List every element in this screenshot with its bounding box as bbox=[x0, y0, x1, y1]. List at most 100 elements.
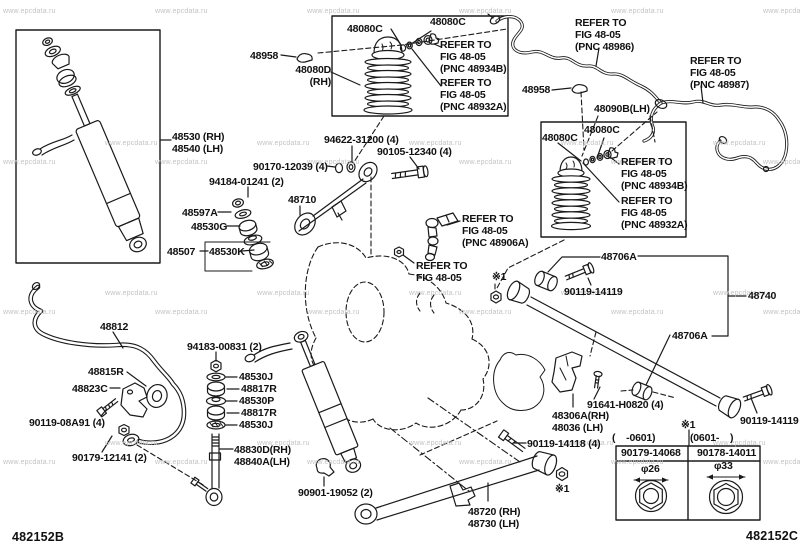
part-label: 90119-14119 bbox=[740, 415, 799, 427]
nut-33-drawing bbox=[706, 474, 746, 515]
stabilizer-link-bushing-stack bbox=[205, 359, 227, 430]
watermark: www.epcdata.ru bbox=[561, 440, 614, 447]
watermark: www.epcdata.ru bbox=[307, 459, 360, 466]
part-label: 48530P bbox=[239, 395, 275, 407]
watermark: www.epcdata.ru bbox=[3, 309, 56, 316]
rod-bushing-lower bbox=[631, 381, 653, 401]
watermark: www.epcdata.ru bbox=[409, 290, 462, 297]
sensor-nut-icon bbox=[393, 246, 405, 258]
table-mark: ※1 bbox=[681, 419, 696, 431]
arm-bolt-rear-icon bbox=[497, 429, 526, 453]
table-diameter-left: φ26 bbox=[641, 463, 660, 475]
arm-bolt-icon bbox=[391, 165, 429, 180]
part-label: 48710 bbox=[288, 194, 317, 206]
part-label: 48530K bbox=[209, 246, 245, 258]
watermark: www.epcdata.ru bbox=[105, 290, 158, 297]
part-label: 48080D (RH) bbox=[295, 64, 331, 88]
watermark: www.epcdata.ru bbox=[307, 8, 360, 15]
shock-absorber-drawing bbox=[42, 37, 147, 253]
part-label: ※1 bbox=[492, 271, 507, 283]
rod-bolt-upper bbox=[564, 262, 595, 281]
part-label: 48823C bbox=[72, 383, 108, 395]
part-label: 90119-08A91 (4) bbox=[29, 417, 105, 429]
watermark: www.epcdata.ru bbox=[763, 459, 800, 466]
sheet-code-left: 482152B bbox=[12, 530, 65, 544]
part-label: 48720 (RH) 48730 (LH) bbox=[468, 506, 521, 530]
part-label: 48507 bbox=[167, 246, 196, 258]
part-label: 48706A bbox=[601, 251, 637, 263]
height-control-tubes bbox=[296, 13, 789, 173]
part-label: 48530 (RH) 48540 (LH) bbox=[172, 131, 225, 155]
part-label: 48830D(RH) 48840A(LH) bbox=[234, 444, 291, 468]
rod-bolt-lower bbox=[742, 383, 773, 402]
part-label: 90901-19052 (2) bbox=[298, 487, 373, 499]
part-label: 94183-00831 (2) bbox=[187, 341, 262, 353]
part-label: 48740 bbox=[748, 290, 777, 302]
watermark: www.epcdata.ru bbox=[561, 140, 614, 147]
watermark: www.epcdata.ru bbox=[459, 8, 512, 15]
table-part-right: 90178-14011 bbox=[697, 447, 757, 459]
part-label: 48080C bbox=[347, 23, 383, 35]
watermark: www.epcdata.ru bbox=[713, 290, 766, 297]
watermark: www.epcdata.ru bbox=[155, 159, 208, 166]
part-label: 90119-14119 bbox=[564, 286, 623, 298]
part-label: 48306A(RH) 48036 (LH) bbox=[552, 410, 609, 434]
table-period-right: (0601- ) bbox=[690, 432, 734, 444]
part-label: 90119-14118 (4) bbox=[527, 438, 601, 450]
stabilizer-bracket-bolt bbox=[96, 398, 119, 418]
watermark: www.epcdata.ru bbox=[763, 8, 800, 15]
shock-cushion-kit-stack bbox=[204, 198, 274, 272]
leader-lines bbox=[100, 28, 758, 502]
air-spring-bellows-rh bbox=[363, 36, 413, 115]
watermark: www.epcdata.ru bbox=[763, 309, 800, 316]
rod-bushing-upper bbox=[534, 270, 558, 292]
part-label: 90105-12340 (4) bbox=[377, 146, 452, 158]
watermark: www.epcdata.ru bbox=[155, 8, 208, 15]
lower-control-arm-drawing bbox=[315, 429, 569, 525]
stabilizer-bar-drawing bbox=[28, 281, 187, 447]
watermark: www.epcdata.ru bbox=[611, 459, 664, 466]
watermark: www.epcdata.ru bbox=[155, 459, 208, 466]
watermark: www.epcdata.ru bbox=[713, 140, 766, 147]
part-label: ※1 bbox=[555, 483, 570, 495]
watermark: www.epcdata.ru bbox=[763, 159, 800, 166]
part-label: REFER TO FIG 48-05 (PNC 48906A) bbox=[462, 213, 529, 249]
watermark: www.epcdata.ru bbox=[459, 309, 512, 316]
watermark: www.epcdata.ru bbox=[713, 440, 766, 447]
part-label: 48530J bbox=[239, 419, 273, 431]
part-label: 48706A bbox=[672, 330, 708, 342]
part-label: REFER TO FIG 48-05 (PNC 48934B) bbox=[621, 156, 688, 192]
watermark: www.epcdata.ru bbox=[409, 140, 462, 147]
variant-table-graphics bbox=[615, 429, 761, 521]
part-label: 48817R bbox=[241, 407, 277, 419]
part-label: 91641-H0820 (4) bbox=[587, 399, 664, 411]
part-label: 48080C bbox=[430, 16, 466, 28]
watermark: www.epcdata.ru bbox=[257, 290, 310, 297]
watermark: www.epcdata.ru bbox=[3, 8, 56, 15]
table-diameter-right: φ33 bbox=[714, 460, 733, 472]
part-label: 48817R bbox=[241, 383, 277, 395]
air-spring-box-rh bbox=[331, 15, 509, 117]
stabilizer-link-nut bbox=[118, 423, 130, 437]
part-label: 48958 bbox=[250, 50, 279, 62]
watermark: www.epcdata.ru bbox=[155, 309, 208, 316]
part-label: 48080C bbox=[584, 124, 620, 136]
part-label: 48090B(LH) bbox=[594, 103, 650, 115]
stabilizer-end-link bbox=[190, 433, 223, 507]
arm-mount-bracket bbox=[449, 482, 476, 507]
part-label: REFER TO FIG 48-05 (PNC 48986) bbox=[575, 17, 635, 53]
part-label: 48958 bbox=[522, 84, 551, 96]
part-label: 48080C bbox=[542, 132, 578, 144]
nut-26-drawing bbox=[633, 477, 669, 513]
part-label: 90170-12039 (4) bbox=[253, 161, 328, 173]
watermark: www.epcdata.ru bbox=[257, 440, 310, 447]
rod-bracket-drawing bbox=[551, 351, 583, 393]
watermark: www.epcdata.ru bbox=[459, 459, 512, 466]
axle-flange-plate bbox=[493, 352, 546, 411]
bracket-bolt-icon bbox=[593, 370, 603, 389]
clamp-icon bbox=[315, 458, 335, 477]
part-label: 90179-12141 (2) bbox=[72, 452, 147, 464]
watermark: www.epcdata.ru bbox=[459, 159, 512, 166]
